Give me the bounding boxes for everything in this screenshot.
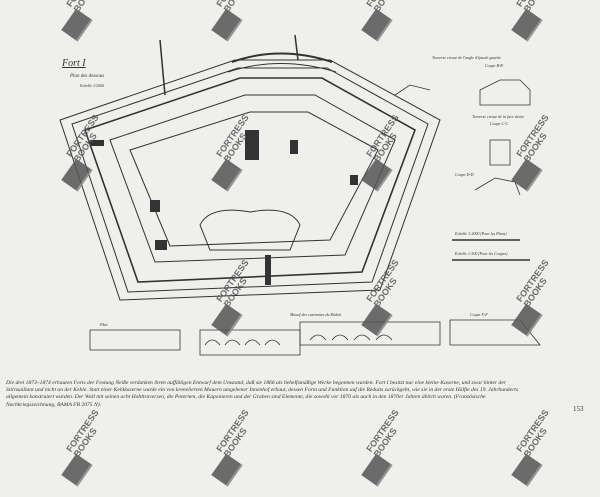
drawing-subtitle: Plan des dessous — [70, 74, 105, 79]
page-number: 153 — [573, 405, 584, 413]
drawing-title: Fort I — [62, 58, 86, 69]
book-icon — [211, 453, 243, 487]
label-scale-coupes: Echelle 1:500 (Pour les Coupes) — [455, 251, 508, 256]
label-scale-plans: Echelle 1:2000 (Pour les Plans) — [455, 231, 507, 236]
watermark: FORTRESS BOOKS — [193, 408, 277, 497]
label-traverse-left: Traverse creuse de l'angle d'épaule gauc… — [432, 55, 501, 60]
label-coupe-bb: Coupe B-B — [485, 63, 503, 68]
book-icon — [61, 453, 93, 487]
casemate-marks — [90, 130, 358, 285]
label-traverse-right: Traverse creuse de la face droite — [472, 114, 525, 119]
label-coupe-ff: Coupe F-F — [470, 312, 488, 317]
fort-plan-drawing — [59, 34, 541, 356]
label-massif: Massif des casemates du Réduit — [290, 312, 341, 317]
drawing-scale-note: Echelle 1/2000 — [80, 83, 105, 88]
label-plan: Plan — [100, 322, 108, 327]
watermark: FORTRESS BOOKS — [493, 408, 577, 497]
watermark: FORTRESS BOOKS — [43, 408, 127, 497]
book-icon — [361, 453, 393, 487]
figure-caption: Die drei 1873–1874 erbauten Forts der Fe… — [6, 380, 518, 408]
section-drawings — [394, 79, 531, 261]
label-coupe-cc: Coupe C-C — [490, 121, 509, 126]
book-icon — [511, 453, 543, 487]
watermark: FORTRESS BOOKS — [343, 408, 427, 497]
elevation-strip — [89, 319, 541, 356]
fort-outline — [59, 34, 441, 301]
label-coupe-dd: Coupe D-D — [455, 172, 474, 177]
